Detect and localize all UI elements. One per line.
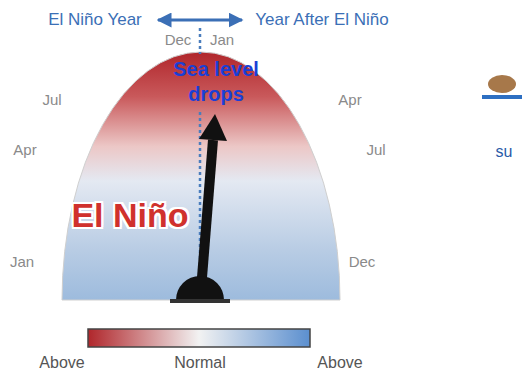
shore-blob <box>488 75 516 93</box>
gauge-dome <box>62 52 340 300</box>
year-label: Year After El Niño <box>255 9 389 30</box>
needle-base <box>170 299 230 303</box>
month-label: Jul <box>42 91 61 110</box>
month-label: Jan <box>10 253 34 272</box>
scale-label: Normal <box>174 353 226 373</box>
month-label: Apr <box>338 91 361 110</box>
scale-label: Above <box>317 353 362 373</box>
year-arrow <box>158 19 242 22</box>
color-bar <box>88 329 310 347</box>
month-label: Apr <box>13 141 36 160</box>
month-label: Dec <box>165 31 192 50</box>
year-divider <box>199 28 202 54</box>
needle-hub <box>176 276 224 300</box>
cropped-label: su <box>496 142 513 162</box>
month-label: Jul <box>366 141 385 160</box>
month-label: Jan <box>210 31 234 50</box>
gauge-caption: Sea level drops <box>161 57 271 107</box>
sea-line <box>482 95 522 99</box>
scale-label: Above <box>39 353 84 373</box>
month-label: Dec <box>349 253 376 272</box>
needle-head <box>199 114 227 141</box>
gauge-needle <box>201 140 213 290</box>
phase-label: El Niño <box>71 194 188 237</box>
year-label: El Niño Year <box>48 9 142 30</box>
